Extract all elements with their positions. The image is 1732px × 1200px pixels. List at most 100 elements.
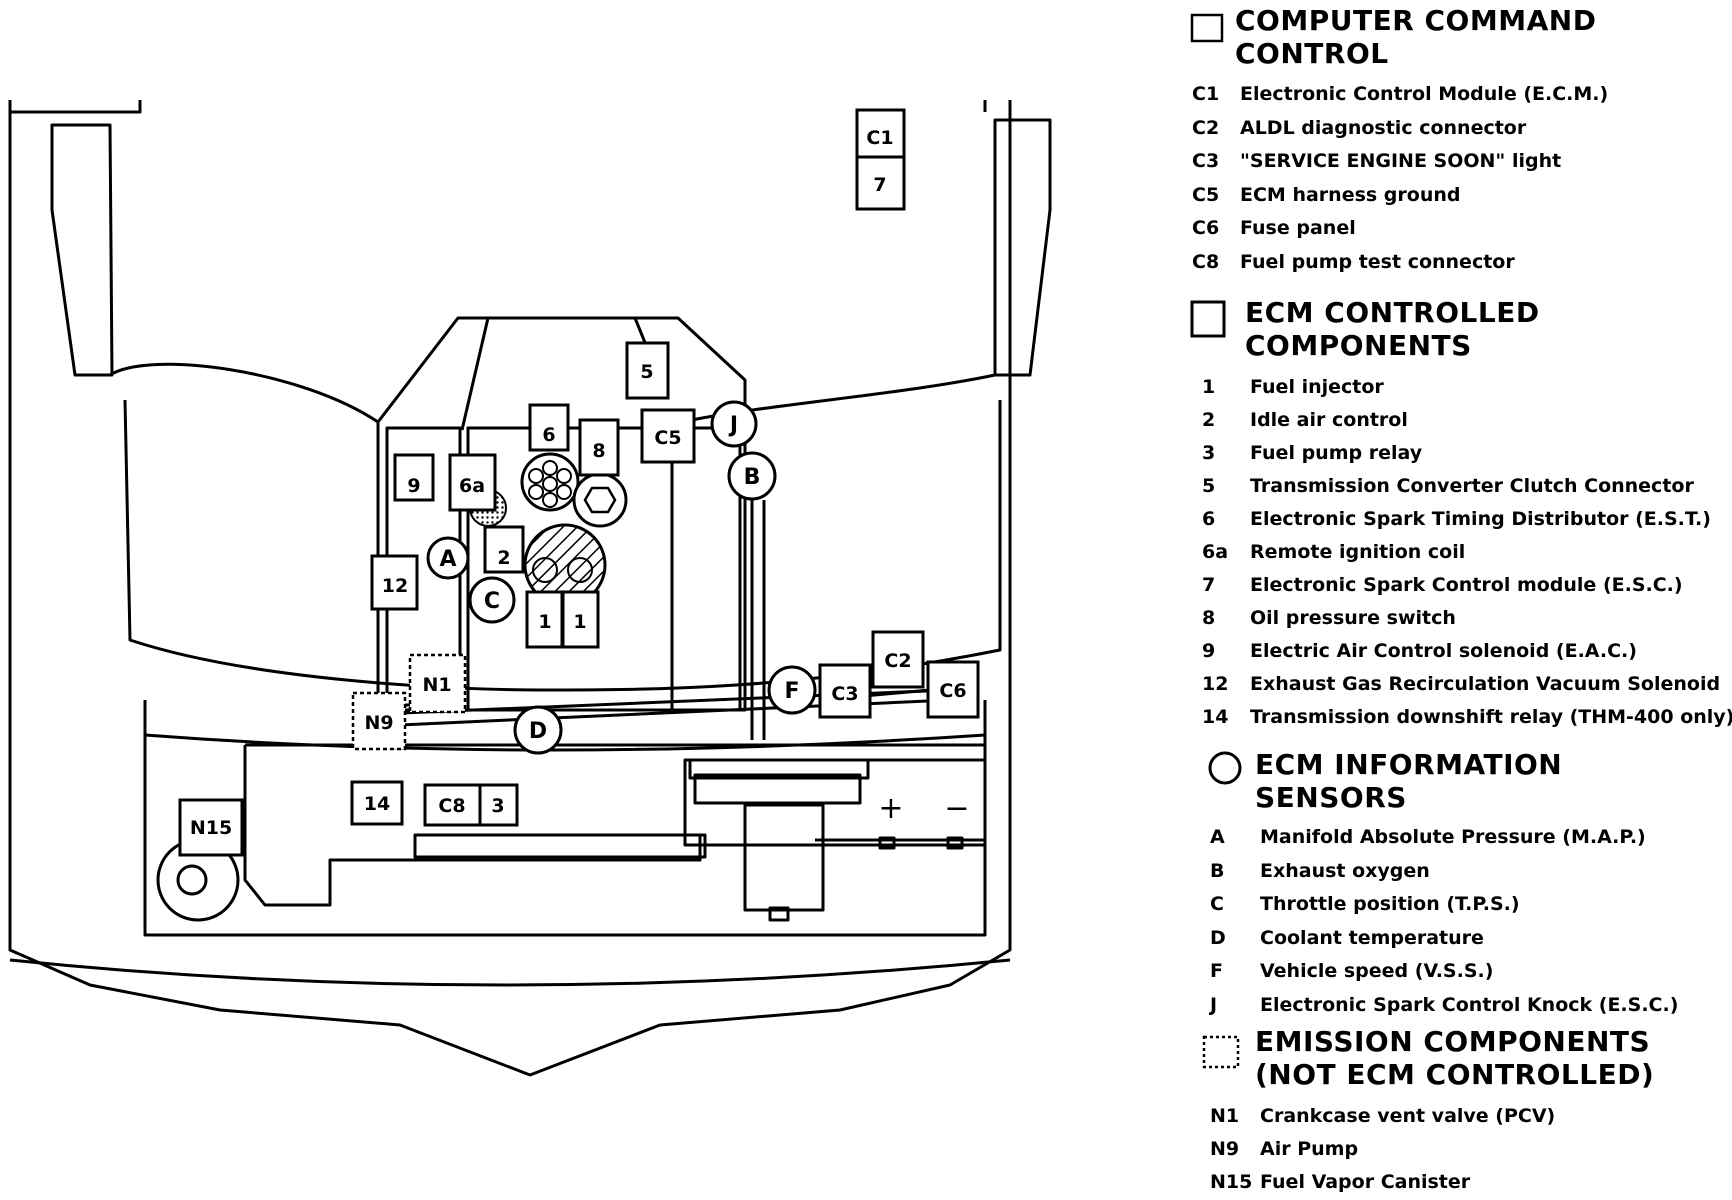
legend-item-code: 12	[1202, 673, 1229, 695]
box-n9	[351, 691, 407, 751]
label-6: 6	[542, 424, 555, 446]
legend-item-description: Air Pump	[1260, 1138, 1359, 1160]
legend-item-description: Electronic Control Module (E.C.M.)	[1240, 83, 1609, 105]
sensor-f	[767, 665, 817, 715]
legend-item-description: Transmission downshift relay (THM-400 on…	[1250, 706, 1732, 728]
box-14	[350, 780, 404, 826]
legend-item-description: ALDL diagnostic connector	[1240, 116, 1527, 139]
legend-item-code: D	[1210, 926, 1226, 949]
legend-item-description: ECM harness ground	[1240, 183, 1461, 206]
legend-item-code: 3	[1202, 442, 1216, 464]
legend-item-code: 9	[1202, 640, 1216, 662]
legend-item-description: Vehicle speed (V.S.S.)	[1260, 960, 1494, 982]
section-title-ecm-controlled: ECM CONTROLLED COMPONENTS	[1245, 296, 1540, 362]
box-7	[855, 155, 906, 211]
box-8	[578, 418, 620, 477]
legend-item-description: Oil pressure switch	[1250, 607, 1456, 629]
label-n1: N1	[422, 674, 451, 696]
engine-compartment-diagram: C1 7 5 C5 6 8 9 6a 2 12 1 1 C2 C3 C6 N1 …	[8, 100, 1052, 1077]
legend-item-description: Electric Air Control solenoid (E.A.C.)	[1250, 640, 1637, 662]
circle-symbol	[1208, 751, 1242, 785]
label-sensor-j: J	[728, 413, 738, 438]
legend-item-code: C8	[1192, 250, 1220, 273]
legend-item-description: Electronic Spark Control Knock (E.S.C.)	[1260, 993, 1679, 1016]
battery-post-left	[878, 836, 896, 850]
legend-item-description: Throttle position (T.P.S.)	[1260, 893, 1520, 915]
starter-tab	[768, 906, 790, 922]
right-fender-strip	[993, 118, 1052, 377]
label-sensor-d: D	[529, 719, 547, 744]
label-n9: N9	[364, 712, 393, 734]
box-6	[528, 403, 570, 452]
legend-item-code: J	[1210, 993, 1218, 1016]
legend-item-code: 5	[1202, 475, 1216, 497]
oil-pressure-switch-body	[572, 472, 628, 528]
legend-item-code: 1	[1202, 376, 1216, 398]
label-c6: C6	[939, 680, 966, 702]
left-fender-strip	[50, 123, 114, 377]
section-title-computer-command: COMPUTER COMMAND CONTROL	[1235, 4, 1597, 70]
label-1a: 1	[538, 611, 551, 633]
legend-item-code: 6a	[1202, 541, 1229, 563]
front-bumper-line	[144, 733, 986, 752]
legend-item-code: C3	[1192, 150, 1220, 172]
canister-port	[176, 864, 208, 896]
label-7: 7	[873, 174, 886, 196]
distributor-terminal	[556, 484, 572, 500]
radiator-support	[143, 700, 987, 937]
distributor-terminal	[528, 484, 544, 500]
battery-hold	[693, 773, 862, 805]
legend-item-description: Fuel pump relay	[1250, 442, 1423, 464]
label-c8: C8	[438, 795, 465, 817]
legend-item-code: N1	[1210, 1105, 1240, 1127]
box-c6	[926, 660, 980, 719]
starter-solenoid	[743, 803, 825, 912]
distributor-terminal	[556, 468, 572, 484]
box-1b	[561, 590, 600, 649]
legend-item-code: C5	[1192, 183, 1220, 206]
body-outline	[8, 100, 1012, 1077]
label-sensor-f: F	[784, 679, 799, 704]
battery-clamp	[688, 758, 870, 780]
sensor-b	[727, 451, 777, 501]
legend-item-description: Crankcase vent valve (PCV)	[1260, 1105, 1556, 1127]
legend-item-description: Fuse panel	[1240, 217, 1356, 239]
label-14: 14	[364, 793, 390, 815]
box-c8	[423, 783, 482, 827]
legend-item-code: C1	[1192, 83, 1220, 105]
inner-fender-left	[10, 100, 142, 114]
legend-item-description: Fuel injector	[1250, 376, 1384, 398]
legend-item-code: 6	[1202, 508, 1216, 530]
section-title-ecm-sensors: ECM INFORMATION SENSORS	[1255, 748, 1563, 814]
sensor-c	[468, 576, 516, 624]
label-6a: 6a	[459, 475, 485, 497]
solid-box-symbol	[1190, 300, 1226, 338]
label-c3: C3	[831, 683, 858, 705]
legend-item-code: C2	[1192, 116, 1220, 139]
dotted-box-symbol	[1202, 1035, 1240, 1069]
distributor-terminal	[528, 468, 544, 484]
oil-pressure-switch-hex	[583, 486, 617, 514]
legend-item-code: 14	[1202, 706, 1229, 728]
label-8: 8	[592, 440, 605, 462]
box-c3	[818, 663, 872, 719]
crossmember-inner	[413, 833, 707, 859]
legend-item-code: F	[1210, 960, 1223, 982]
legend-item-description: Manifold Absolute Pressure (M.A.P.)	[1260, 826, 1646, 848]
solid-box-symbol	[1190, 13, 1224, 43]
legend-item-description: Remote ignition coil	[1250, 541, 1466, 563]
box-6a	[448, 453, 497, 512]
box-2	[483, 525, 525, 574]
label-12: 12	[382, 575, 408, 597]
label-2: 2	[497, 547, 510, 569]
legend-item-description: Idle air control	[1250, 409, 1408, 431]
distributor-terminal	[542, 492, 558, 508]
legend-item-description: Exhaust Gas Recirculation Vacuum Solenoi…	[1250, 673, 1721, 695]
legend-item-description: Fuel pump test connector	[1240, 250, 1515, 273]
legend-item-code: C	[1210, 893, 1224, 915]
label-3: 3	[491, 795, 504, 817]
box-5	[625, 341, 670, 400]
box-n1	[408, 653, 467, 714]
legend-item-code: 2	[1202, 409, 1216, 431]
box-c2	[871, 630, 925, 689]
